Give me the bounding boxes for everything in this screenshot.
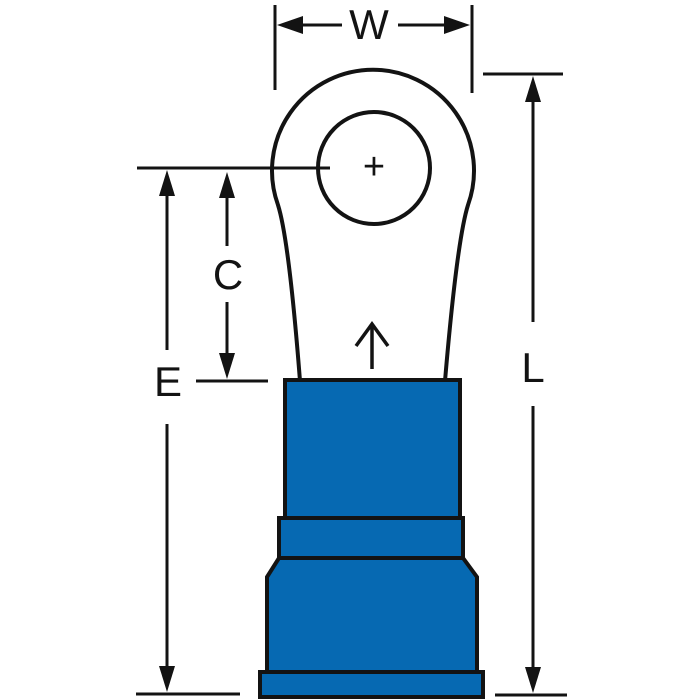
dimension-l: L (483, 72, 567, 697)
dimension-w: W (273, 1, 474, 93)
insulation-sleeve (258, 378, 485, 699)
c-arrowhead-bottom-icon (219, 353, 235, 379)
e-arrowhead-top-icon (159, 170, 175, 196)
dimension-e: E (136, 170, 240, 696)
l-arrowhead-top-icon (525, 76, 541, 102)
sleeve-step-section (277, 516, 465, 560)
sleeve-top-barrel (283, 378, 462, 520)
hole-center-mark-icon: + (363, 146, 385, 188)
l-arrowhead-bottom-icon (525, 667, 541, 693)
dimension-label-l: L (521, 344, 544, 391)
sleeve-base-flange (258, 670, 485, 699)
dimension-label-e: E (154, 358, 182, 405)
sleeve-main-body (265, 556, 479, 674)
c-arrowhead-top-icon (219, 172, 235, 198)
dimension-label-w: W (349, 1, 389, 48)
e-arrowhead-bottom-icon (159, 666, 175, 692)
wire-entry-arrow-icon (354, 321, 390, 369)
dimension-c: C (196, 172, 268, 383)
w-arrowhead-right-icon (444, 16, 470, 34)
w-arrowhead-left-icon (277, 16, 303, 34)
dimension-label-c: C (213, 251, 243, 298)
